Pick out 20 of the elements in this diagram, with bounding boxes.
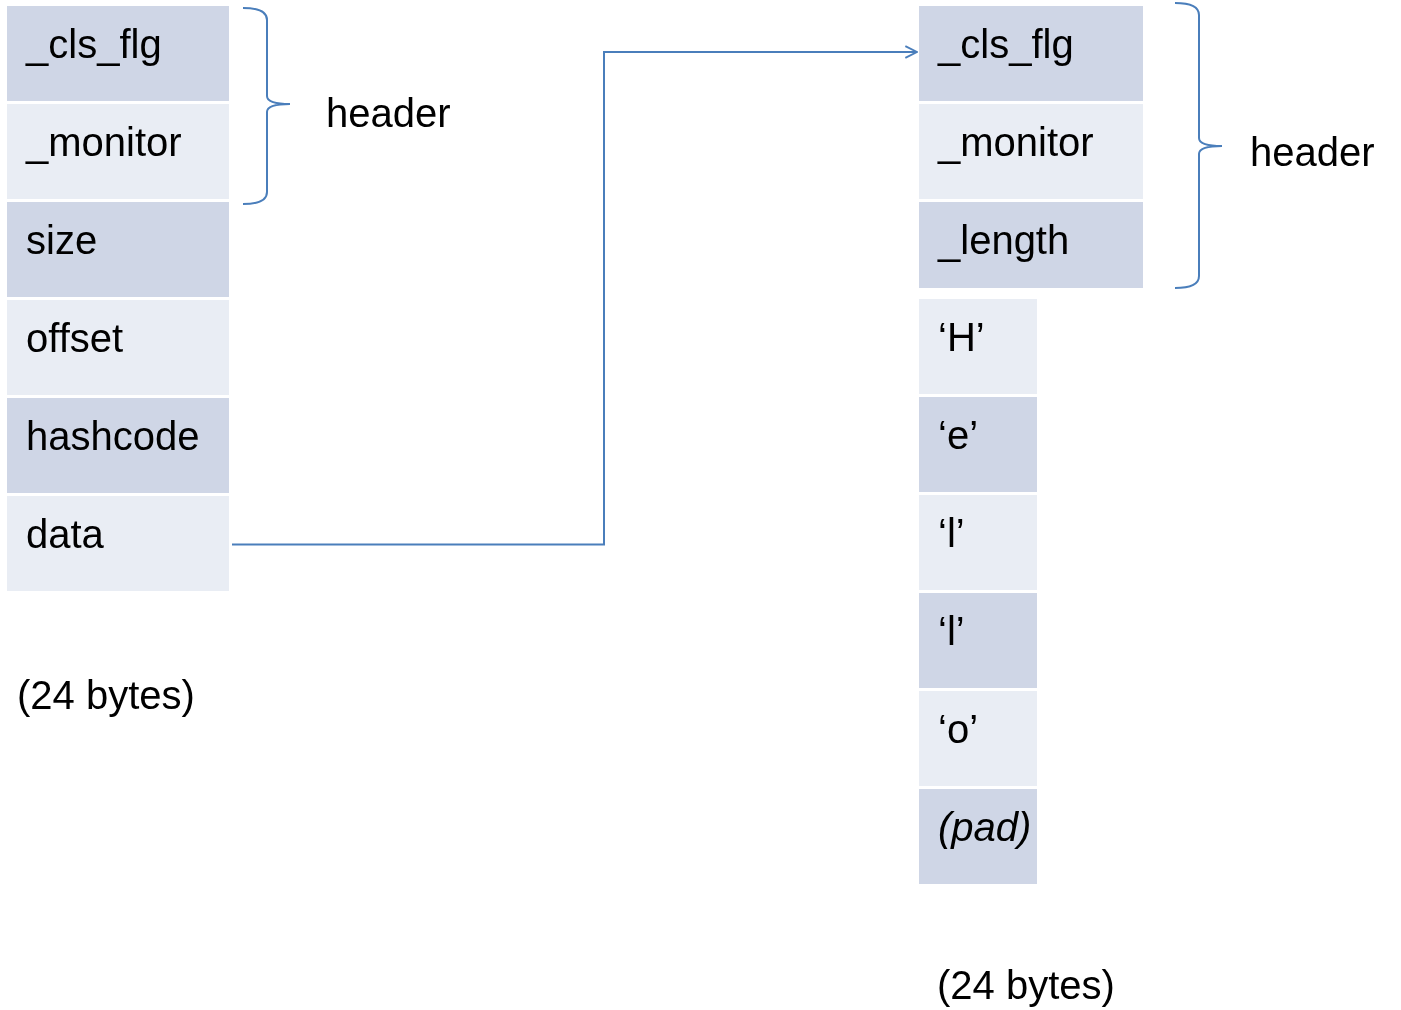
field-row: _monitor	[919, 104, 1143, 199]
field-row: _cls_flg	[7, 6, 229, 101]
bracket-label: header	[326, 90, 451, 137]
field-row: ‘e’	[919, 397, 1037, 492]
field-row: size	[7, 202, 229, 297]
field-row: ‘H’	[919, 299, 1037, 394]
field-row: _length	[919, 202, 1143, 288]
field-row: data	[7, 496, 229, 591]
field-row: ‘o’	[919, 691, 1037, 786]
field-row: _monitor	[7, 104, 229, 199]
pointer-arrow	[231, 45, 918, 546]
bracket-label: header	[1250, 129, 1375, 176]
field-row: _cls_flg	[919, 6, 1143, 101]
field-row: (pad)	[919, 789, 1037, 884]
field-row: ‘l’	[919, 593, 1037, 688]
field-row: offset	[7, 300, 229, 395]
field-row: ‘l’	[919, 495, 1037, 590]
field-row: hashcode	[7, 398, 229, 493]
size-note: (24 bytes)	[937, 962, 1115, 1009]
size-note: (24 bytes)	[17, 672, 195, 719]
